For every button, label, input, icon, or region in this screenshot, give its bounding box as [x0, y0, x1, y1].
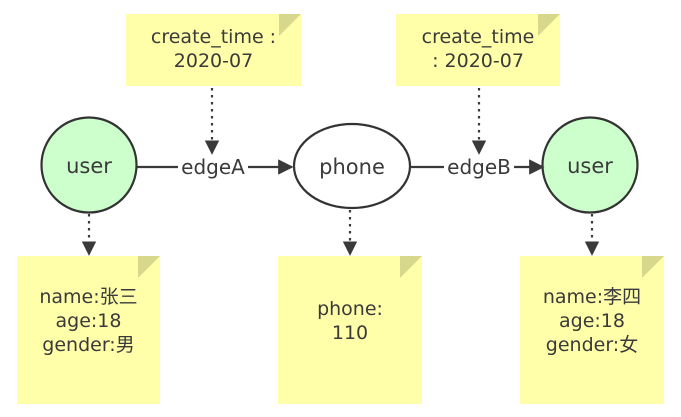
note-user-left-properties[interactable]: name:张三 age:18 gender:男	[17, 256, 160, 404]
note-user-left-properties-text: name:张三 age:18 gender:男	[39, 285, 138, 357]
note-user-right-properties[interactable]: name:李四 age:18 gender:女	[520, 256, 664, 404]
edge-edgeB-label: edgeB	[445, 155, 513, 179]
node-phone-label: phone	[319, 155, 385, 179]
note-phone-properties-text: phone: 110	[317, 297, 383, 344]
note-edgeA-create-time-text: create_time : 2020-07	[150, 25, 277, 72]
note-fold-corner-icon	[400, 256, 422, 278]
node-user-left-shape[interactable]	[40, 116, 138, 214]
note-edgeB-create-time-text: create_time : 2020-07	[421, 25, 535, 72]
node-user-right-label: user	[567, 154, 613, 178]
note-fold-corner-icon	[642, 256, 664, 278]
note-fold-corner-icon	[538, 14, 560, 36]
note-user-right-properties-text: name:李四 age:18 gender:女	[542, 285, 642, 357]
note-fold-corner-icon	[279, 14, 301, 36]
note-edgeB-create-time[interactable]: create_time : 2020-07	[396, 14, 560, 86]
note-edgeA-create-time[interactable]: create_time : 2020-07	[126, 14, 301, 86]
edge-edgeA-label: edgeA	[179, 155, 247, 179]
note-fold-corner-icon	[138, 256, 160, 278]
node-user-left-label: user	[66, 154, 112, 178]
note-phone-properties[interactable]: phone: 110	[278, 256, 422, 404]
